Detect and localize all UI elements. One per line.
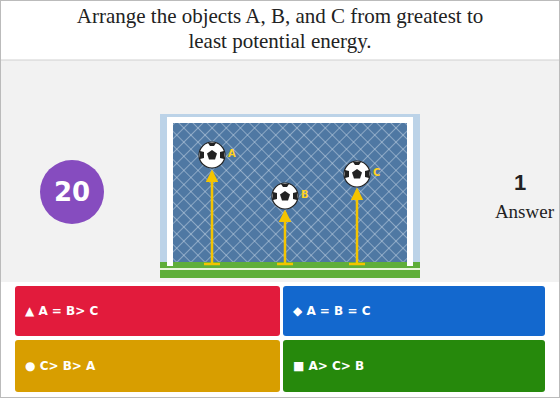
goal-posts (170, 120, 410, 266)
answer-button: ● C> B> A (15, 340, 280, 392)
soccer-balls (199, 142, 370, 209)
goal-line (160, 268, 420, 270)
answer-button: ◆ A = B = C (283, 286, 545, 336)
grass (160, 262, 420, 278)
picture-ground (160, 114, 420, 278)
answer-text: ▲ A = B> C (25, 304, 98, 318)
answer-button: ▲ A = B> C (15, 286, 280, 336)
answer-text: ◆ A = B = C (293, 304, 370, 318)
question-title: Arrange the objects A, B, and C from gre… (70, 4, 490, 54)
answer-button: ■ A> C> B (283, 340, 545, 392)
content-band (1, 60, 559, 282)
height-arrows (204, 172, 365, 264)
goal-net (170, 120, 410, 264)
answer-caption: Answer (495, 201, 554, 223)
timer-circle-fill (40, 160, 104, 224)
answer-text: ■ A> C> B (293, 359, 364, 373)
ball-label: A (228, 148, 236, 159)
timer-circle: 20 (39, 159, 105, 225)
answer-text: ● C> B> A (25, 359, 95, 373)
answer-count: 1 (514, 170, 526, 196)
goal-picture (160, 114, 420, 278)
timer-number: 20 (54, 177, 90, 207)
ball-label: B (301, 189, 309, 200)
separator-line (1, 60, 559, 61)
ball-label: C (373, 167, 380, 178)
